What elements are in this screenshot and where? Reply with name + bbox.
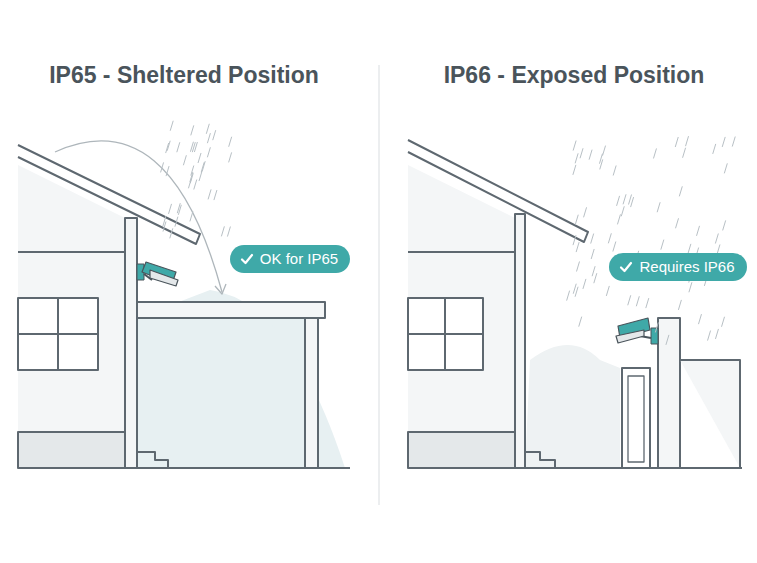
check-icon — [240, 252, 254, 266]
panel-heading: IP66 - Exposed Position — [444, 62, 705, 89]
callout-pill: Requires IP66 — [609, 253, 746, 281]
callout-pill: OK for IP65 — [230, 245, 350, 273]
callout-text: OK for IP65 — [260, 245, 338, 273]
callout-text: Requires IP66 — [639, 253, 734, 281]
panel-heading: IP65 - Sheltered Position — [49, 62, 319, 89]
check-icon — [619, 260, 633, 274]
